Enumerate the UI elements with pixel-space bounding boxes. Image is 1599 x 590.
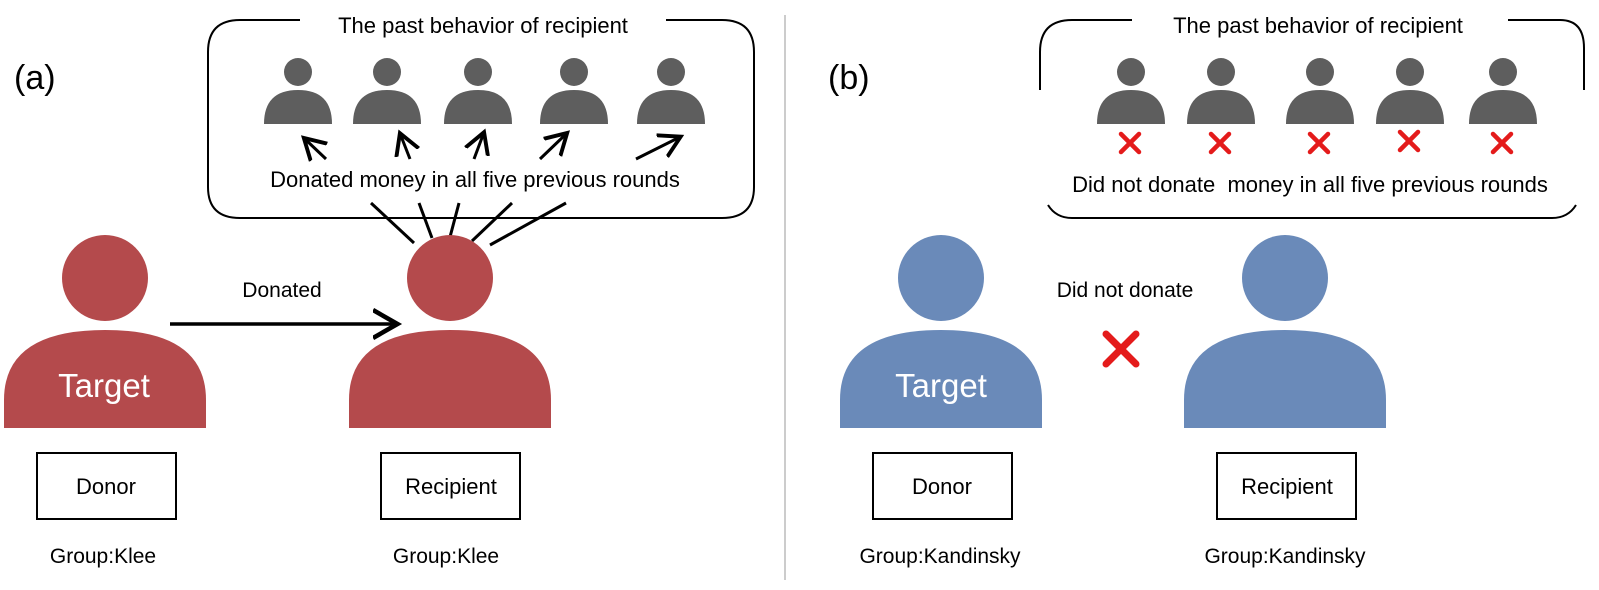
- history-link: [448, 202, 461, 238]
- cross-icon: [1208, 131, 1232, 155]
- history-box-b: [1039, 19, 1585, 219]
- recipient-label-b: Recipient: [1241, 474, 1333, 499]
- panel-b: (b) The past behavior of recipient: [828, 13, 1585, 568]
- panel-b-label: (b): [828, 59, 870, 97]
- past-person-icon: [1286, 58, 1354, 124]
- past-person-icon: [264, 58, 332, 124]
- donor-figure-a: [4, 235, 206, 428]
- past-person-icon: [444, 58, 512, 124]
- donation-arrow: [474, 135, 483, 160]
- donor-head: [62, 235, 148, 321]
- past-donation-arrows: [306, 135, 678, 159]
- past-person-icon: [1097, 58, 1165, 124]
- no-donation-cross-icon: [1102, 330, 1140, 368]
- history-caption-a: Donated money in all five previous round…: [270, 167, 680, 192]
- cross-icon: [1490, 131, 1514, 155]
- donation-arrow: [401, 136, 410, 160]
- recipient-group-a: Group:Klee: [393, 545, 499, 568]
- donor-body: [4, 330, 206, 428]
- donor-group-a: Group:Klee: [50, 545, 156, 568]
- recipient-head: [407, 235, 493, 321]
- recipient-figure-b: [1184, 235, 1386, 428]
- cross-icon: [1307, 131, 1331, 155]
- target-label-b: Target: [895, 367, 987, 404]
- past-person-icon: [540, 58, 608, 124]
- donor-label-a: Donor: [76, 474, 136, 499]
- recipient-figure-a: [349, 235, 551, 428]
- cross-icon: [1397, 129, 1421, 153]
- history-link: [417, 202, 434, 239]
- history-links-a: [369, 201, 567, 247]
- action-label-b: Did not donate: [1057, 279, 1194, 302]
- donor-body: [840, 330, 1042, 428]
- history-link: [470, 201, 514, 243]
- donor-group-b: Group:Kandinsky: [859, 545, 1021, 568]
- recipient-body: [349, 330, 551, 428]
- history-link: [369, 201, 416, 245]
- past-person-icon: [1376, 58, 1444, 124]
- history-caption-b: Did not donate money in all five previou…: [1072, 172, 1548, 197]
- action-label-a: Donated: [242, 279, 321, 302]
- donor-label-b: Donor: [912, 474, 972, 499]
- recipient-body: [1184, 330, 1386, 428]
- cross-icon: [1118, 131, 1142, 155]
- recipient-label-a: Recipient: [405, 474, 497, 499]
- history-box-a: [207, 19, 755, 219]
- panel-a-label: (a): [14, 59, 56, 97]
- past-rounds-b: [1097, 58, 1537, 124]
- recipient-group-b: Group:Kandinsky: [1204, 545, 1366, 568]
- past-rounds-a: [264, 58, 705, 124]
- past-person-icon: [1187, 58, 1255, 124]
- donation-arrow: [538, 135, 565, 161]
- history-title-b: The past behavior of recipient: [1173, 13, 1463, 38]
- history-link: [489, 201, 567, 247]
- recipient-box-b: [1216, 452, 1357, 520]
- donor-box-b: [872, 452, 1013, 520]
- recipient-box-a: [380, 452, 521, 520]
- donation-arrow: [635, 138, 678, 161]
- past-person-icon: [637, 58, 705, 124]
- donor-box-a: [36, 452, 177, 520]
- donor-figure-b: [840, 235, 1042, 428]
- past-person-icon: [1469, 58, 1537, 124]
- donation-arrow: [306, 140, 326, 159]
- donor-head: [898, 235, 984, 321]
- past-person-icon: [353, 58, 421, 124]
- recipient-head: [1242, 235, 1328, 321]
- target-label-a: Target: [58, 367, 150, 404]
- history-title-a: The past behavior of recipient: [338, 13, 628, 38]
- panel-a: (a) The past behavior of recipient: [4, 13, 755, 568]
- past-crosses-b: [1118, 129, 1514, 155]
